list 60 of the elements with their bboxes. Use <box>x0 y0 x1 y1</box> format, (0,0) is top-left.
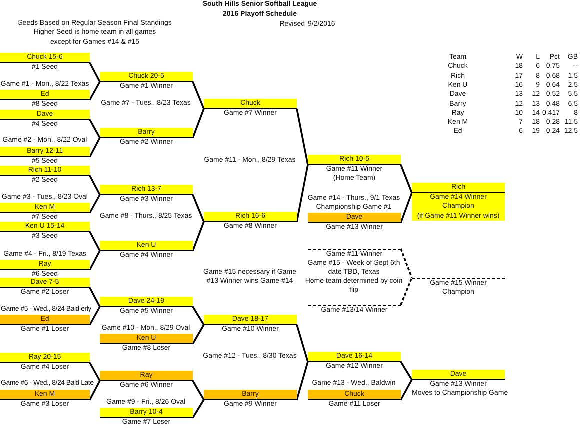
bracket-line <box>400 362 413 380</box>
bracket-line <box>89 120 101 138</box>
bracket-slot <box>0 278 90 298</box>
bracket-slot <box>100 334 193 354</box>
bracket-slot <box>0 315 90 334</box>
bracket-line <box>192 380 205 400</box>
bracket-line <box>192 324 205 344</box>
bracket-slot <box>0 390 90 410</box>
bracket-line <box>89 62 101 82</box>
bracket-slot <box>100 297 193 316</box>
bracket-slot <box>308 155 401 184</box>
bracket-line <box>296 362 309 400</box>
bracket-line <box>89 288 101 308</box>
bracket-line <box>89 82 101 100</box>
bracket-line <box>89 380 101 400</box>
bracket-line <box>89 362 101 382</box>
bracket-slot <box>0 353 90 372</box>
bracket-line <box>192 222 205 252</box>
bracket-line <box>192 108 205 138</box>
bracket-slot <box>100 371 193 390</box>
bracket-slot <box>100 128 193 148</box>
bracket-line <box>192 82 205 110</box>
bracket-slot <box>0 147 90 166</box>
bracket-slot <box>308 390 401 410</box>
bracket-slot <box>204 315 297 334</box>
bracket-slot <box>412 278 505 298</box>
bracket-line <box>400 164 413 194</box>
bracket-line <box>89 194 101 214</box>
bracket-line <box>89 138 101 158</box>
bracket-slot <box>100 241 193 260</box>
bracket-line <box>89 232 101 252</box>
bracket-slot <box>0 260 90 280</box>
bracket-slot <box>100 408 193 428</box>
bracket-line <box>192 194 205 222</box>
bracket-line <box>400 380 413 400</box>
bracket-slot <box>0 90 90 110</box>
bracket-slot <box>100 185 193 204</box>
bracket-slot <box>100 72 193 92</box>
bracket-slot <box>308 213 401 232</box>
bracket-line <box>89 250 101 270</box>
bracket-slot <box>204 212 297 232</box>
bracket-line <box>89 176 101 196</box>
bracket-line <box>400 248 413 278</box>
bracket-line <box>296 324 309 362</box>
bracket-slot <box>0 222 90 242</box>
bracket-line <box>192 400 205 418</box>
bracket-line <box>296 108 309 166</box>
bracket-slot <box>0 53 90 72</box>
bracket-line <box>400 192 413 224</box>
bracket-slot <box>308 352 401 372</box>
bracket-slot <box>0 110 90 130</box>
bracket-line <box>400 278 413 306</box>
bracket-line <box>89 306 101 326</box>
bracket-line <box>192 306 205 326</box>
bracket-slot <box>204 99 297 118</box>
bracket-slot <box>0 203 90 222</box>
bracket-slot <box>412 183 505 222</box>
bracket-slot <box>204 390 297 410</box>
bracket-slot <box>0 166 90 186</box>
bracket-line <box>296 164 309 222</box>
